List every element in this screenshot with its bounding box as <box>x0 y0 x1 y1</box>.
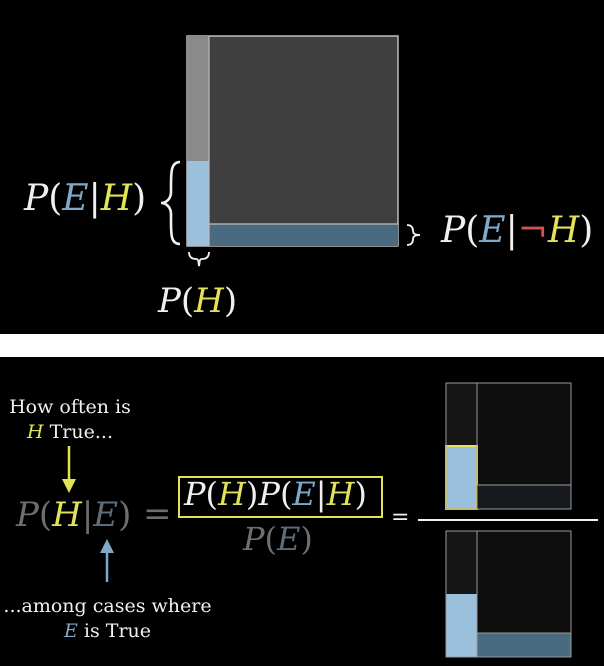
evidence-given-not-h-region <box>209 224 398 246</box>
label-p-e-given-h: P(E|H) <box>24 178 147 219</box>
right-brace <box>406 224 421 246</box>
up-arrow-head <box>100 539 114 553</box>
mini-top-evidence-h-highlight <box>445 445 478 510</box>
label-p-e-given-not-h: P(E|¬H) <box>441 210 594 251</box>
numerator-highlight-box <box>178 476 383 518</box>
mini-square-top-border <box>445 382 572 510</box>
probability-square-diagram <box>160 35 421 267</box>
full-square <box>186 35 399 247</box>
equals-sign-2: = <box>391 505 410 530</box>
down-arrow-head <box>62 479 76 493</box>
formula-graphics <box>62 382 598 658</box>
mini-square-bottom-border <box>445 530 572 658</box>
numerator-p-h-p-e-given-h: P(H)P(E|H) <box>184 475 367 513</box>
bayes-formula-panel: How often is H True... P(H|E) = P(H)P(E|… <box>0 357 604 666</box>
evidence-given-h-region <box>187 161 209 246</box>
mini-bottom-evidence-not-h <box>477 633 571 657</box>
equals-sign: = <box>143 494 172 534</box>
mini-top-evidence-not-h <box>477 485 571 509</box>
bottom-brace <box>188 251 210 267</box>
left-brace <box>160 160 181 246</box>
lhs-p-h-given-e: P(H|E) <box>16 495 132 535</box>
bayes-square-panel: P(E|H) P(E|¬H) P(H) <box>0 0 604 334</box>
note-how-often-h: How often is H True... <box>9 396 131 443</box>
note-among-cases-e: ...among cases where E is True <box>3 595 212 642</box>
mini-bottom-evidence-h <box>446 594 477 657</box>
label-p-h: P(H) <box>158 281 238 321</box>
denominator-p-e: P(E) <box>243 520 313 558</box>
